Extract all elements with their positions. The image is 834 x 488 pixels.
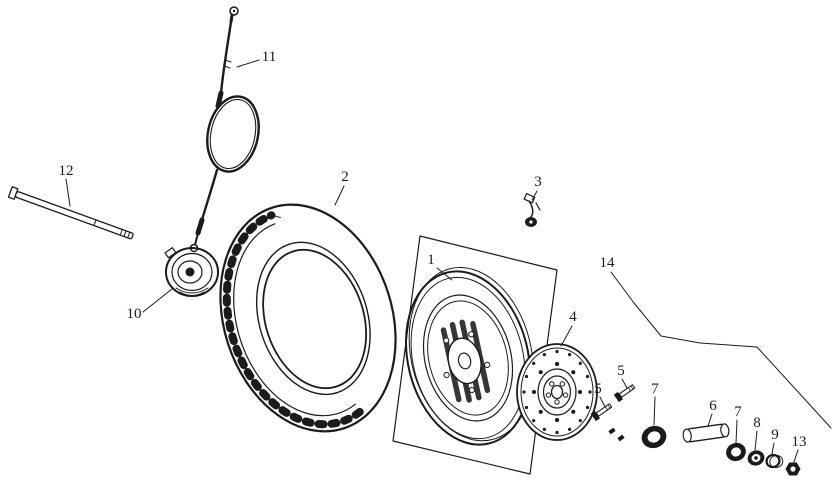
axle-nut-drawing xyxy=(785,462,801,476)
bolt-a-drawing xyxy=(613,384,636,403)
bolt-b-drawing xyxy=(590,403,613,422)
part-label-7b: 7 xyxy=(734,404,742,420)
front-axle-drawing xyxy=(7,186,134,240)
disc-inner-holes xyxy=(531,361,583,423)
disc-outer-holes xyxy=(522,349,592,435)
part-label-1: 1 xyxy=(427,252,435,268)
part-label-4: 4 xyxy=(569,309,577,325)
brake-disc-drawing xyxy=(516,343,598,441)
part-label-6: 6 xyxy=(709,398,717,414)
part-label-12: 12 xyxy=(59,163,74,179)
part-label-5a: 5 xyxy=(617,363,625,379)
cable-loop xyxy=(206,95,260,173)
part-label-10: 10 xyxy=(127,306,142,322)
speedo-drive-hub-drawing xyxy=(164,247,219,297)
group-14-boundary xyxy=(610,271,832,429)
part-label-14: 14 xyxy=(600,255,616,271)
leader-lines xyxy=(65,59,799,463)
spacer-tube-drawing xyxy=(682,423,730,443)
part-label-7a: 7 xyxy=(651,381,659,397)
part-label-9: 9 xyxy=(771,427,779,443)
oil-seal-drawing xyxy=(747,450,765,466)
wheel-rim-drawing xyxy=(405,267,534,446)
part-label-2: 2 xyxy=(341,169,349,185)
bearing-left-drawing xyxy=(641,425,667,449)
bearing-right-drawing xyxy=(726,442,746,462)
part-label-5b: 5 xyxy=(594,381,602,397)
detail-box-outline xyxy=(392,235,558,475)
cable-clip-drawing xyxy=(523,192,541,227)
small-fastener-a xyxy=(608,427,616,435)
part-label-3: 3 xyxy=(534,174,542,190)
part-label-8: 8 xyxy=(753,415,761,431)
side-collar-drawing xyxy=(765,453,784,469)
tire-drawing xyxy=(219,203,397,433)
small-fastener-b xyxy=(617,434,625,442)
tire-tread-band xyxy=(222,211,364,429)
part-label-13: 13 xyxy=(792,434,807,450)
part-label-11: 11 xyxy=(262,49,276,65)
